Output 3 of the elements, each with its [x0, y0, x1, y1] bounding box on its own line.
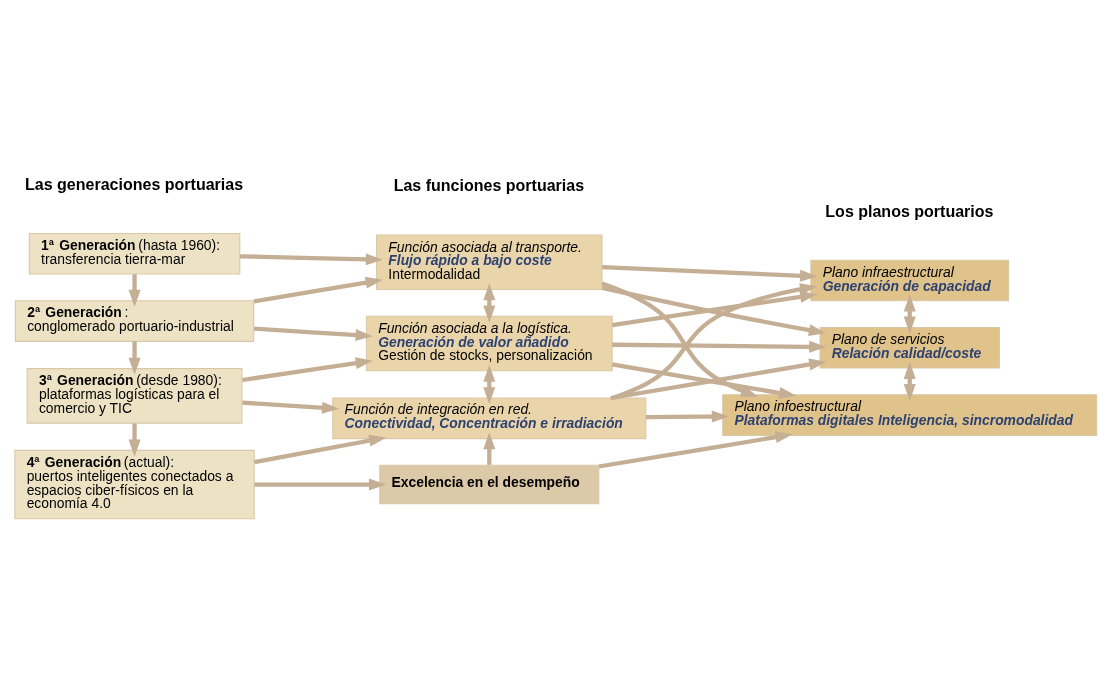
label: Las funciones portuarias	[393, 175, 585, 194]
label: Las generaciones portuarias	[25, 174, 244, 193]
label: Los planos portuarios	[825, 201, 994, 220]
